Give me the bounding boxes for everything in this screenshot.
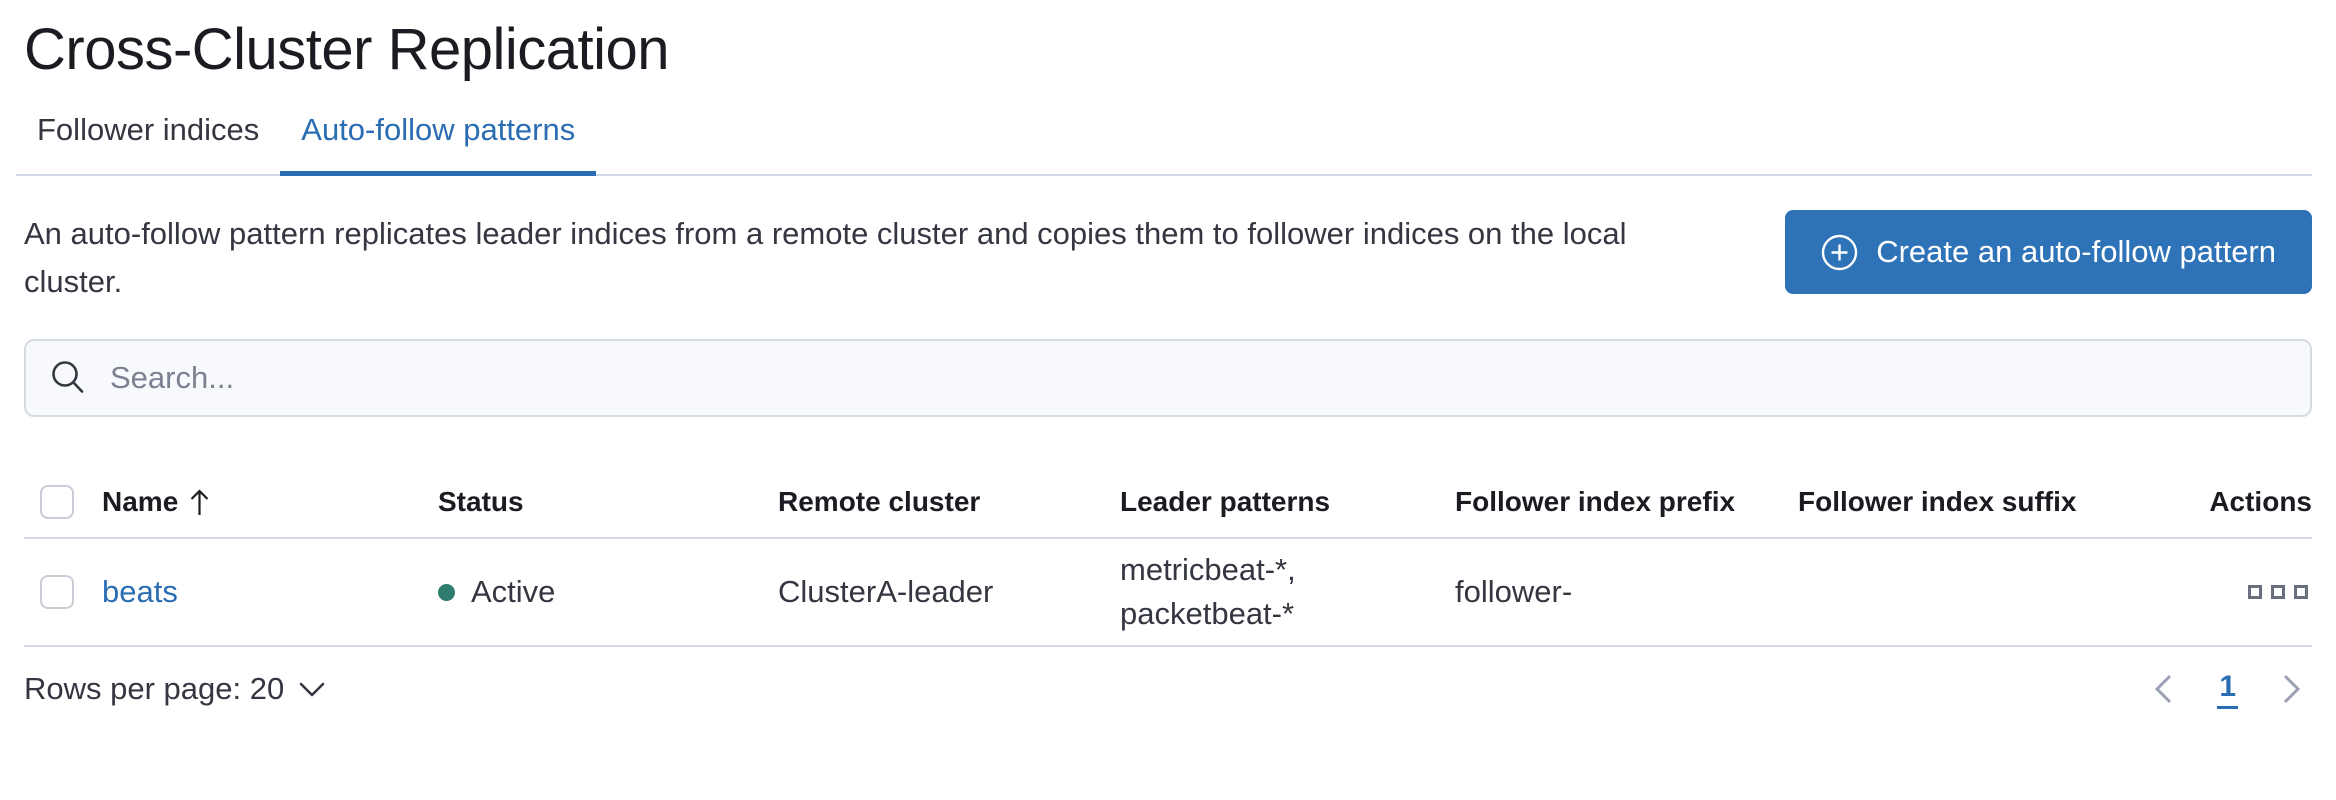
- select-all-checkbox[interactable]: [40, 485, 74, 519]
- tab-follower-indices[interactable]: Follower indices: [37, 112, 260, 147]
- boxes-horizontal-icon: [2248, 585, 2262, 599]
- status-active-dot-icon: [438, 583, 455, 601]
- status-cell: Active: [438, 574, 778, 610]
- column-header-follower-index-prefix: Follower index prefix: [1455, 486, 1736, 517]
- column-header-remote-cluster: Remote cluster: [778, 486, 981, 517]
- column-header-name[interactable]: Name: [102, 486, 438, 518]
- tab-bar: Follower indices Auto-follow patterns: [16, 94, 2312, 176]
- column-header-name-label: Name: [102, 486, 179, 517]
- previous-page-button[interactable]: [2151, 669, 2175, 709]
- row-actions-button[interactable]: [2244, 581, 2312, 603]
- create-button-label: Create an auto-follow pattern: [1876, 234, 2276, 269]
- column-header-leader-patterns: Leader patterns: [1120, 486, 1331, 517]
- rows-per-page-button[interactable]: Rows per page: 20: [24, 671, 326, 707]
- rows-per-page-label: Rows per page: 20: [24, 671, 285, 706]
- row-checkbox[interactable]: [40, 575, 74, 609]
- follower-index-prefix-cell: follower-: [1455, 574, 1573, 609]
- leader-pattern-line: metricbeat-*,: [1120, 552, 1296, 587]
- create-auto-follow-pattern-button[interactable]: Create an auto-follow pattern: [1785, 210, 2312, 294]
- boxes-horizontal-icon: [2271, 585, 2285, 599]
- table-header-row: Name Status Remote cluster Leader patter…: [24, 467, 2312, 539]
- cross-cluster-replication-page: Cross-Cluster Replication Follower indic…: [16, 17, 2312, 709]
- search-bar: [24, 339, 2312, 417]
- search-input[interactable]: [108, 359, 2288, 397]
- status-label: Active: [471, 574, 556, 609]
- search-icon: [48, 358, 88, 398]
- sort-ascending-icon: [188, 487, 211, 518]
- next-page-button[interactable]: [2280, 669, 2304, 709]
- description-row: An auto-follow pattern replicates leader…: [24, 210, 2312, 306]
- page-number-1[interactable]: 1: [2217, 670, 2238, 709]
- page-description: An auto-follow pattern replicates leader…: [24, 216, 1627, 299]
- remote-cluster-cell: ClusterA-leader: [778, 574, 994, 609]
- table-row: beats Active ClusterA-leader metricbeat-…: [24, 539, 2312, 647]
- chevron-left-icon: [2151, 669, 2175, 709]
- pagination: 1: [2151, 669, 2312, 709]
- leader-patterns-cell: metricbeat-*, packetbeat-*: [1120, 548, 1455, 636]
- auto-follow-patterns-table: Name Status Remote cluster Leader patter…: [24, 467, 2312, 647]
- column-header-actions: Actions: [2209, 486, 2312, 517]
- table-footer: Rows per page: 20 1: [24, 669, 2312, 709]
- column-header-follower-index-suffix: Follower index suffix: [1798, 486, 2077, 517]
- page-title: Cross-Cluster Replication: [24, 17, 670, 82]
- chevron-right-icon: [2280, 669, 2304, 709]
- plus-in-circle-icon: [1821, 234, 1858, 271]
- tab-auto-follow-patterns[interactable]: Auto-follow patterns: [280, 94, 597, 176]
- pattern-name-link[interactable]: beats: [102, 574, 178, 609]
- leader-pattern-line: packetbeat-*: [1120, 596, 1295, 631]
- boxes-horizontal-icon: [2294, 585, 2308, 599]
- column-header-status: Status: [438, 486, 524, 517]
- chevron-down-icon: [298, 681, 326, 698]
